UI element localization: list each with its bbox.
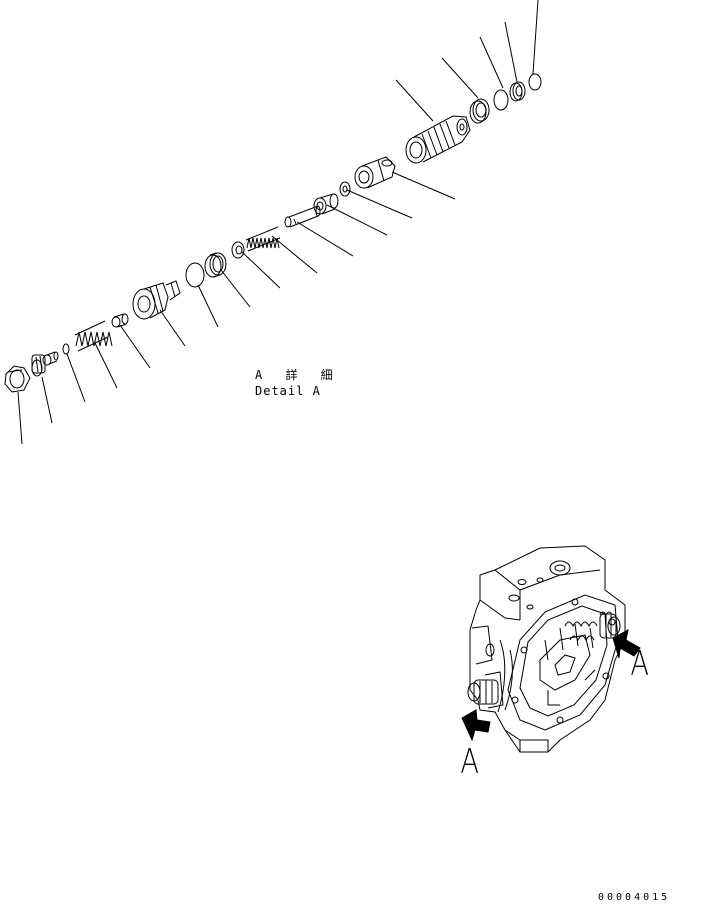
small-ring <box>339 181 351 197</box>
o-ring-top <box>528 73 542 91</box>
spring <box>74 320 113 352</box>
backup-ring-upper <box>469 98 490 124</box>
o-ring-large <box>185 262 205 288</box>
view-a-label-right: A <box>630 644 649 684</box>
detail-a-label-en: Detail A <box>255 384 321 398</box>
sleeve <box>354 156 396 189</box>
washer <box>231 241 245 259</box>
valve-block-assembly <box>467 545 626 753</box>
o-ring <box>62 343 70 355</box>
view-arrow-right <box>612 629 641 659</box>
view-a-label-left: A <box>460 742 479 782</box>
hex-plug <box>4 365 31 393</box>
detail-a-label-jp: A 詳 細 <box>255 368 341 382</box>
backup-ring <box>204 252 227 278</box>
leader-lines <box>17 0 539 445</box>
small-spring <box>245 226 281 252</box>
valve-body-upper <box>405 115 471 164</box>
o-ring-upper <box>493 89 509 111</box>
view-arrow-left <box>461 709 491 742</box>
pin <box>284 205 321 228</box>
poppet <box>111 313 129 328</box>
drawing-number: 00004015 <box>598 892 671 903</box>
plug <box>31 351 59 377</box>
piston <box>313 193 339 215</box>
ring-upper <box>509 81 526 102</box>
view-arrows <box>461 629 641 742</box>
valve-seat-body <box>132 280 181 320</box>
